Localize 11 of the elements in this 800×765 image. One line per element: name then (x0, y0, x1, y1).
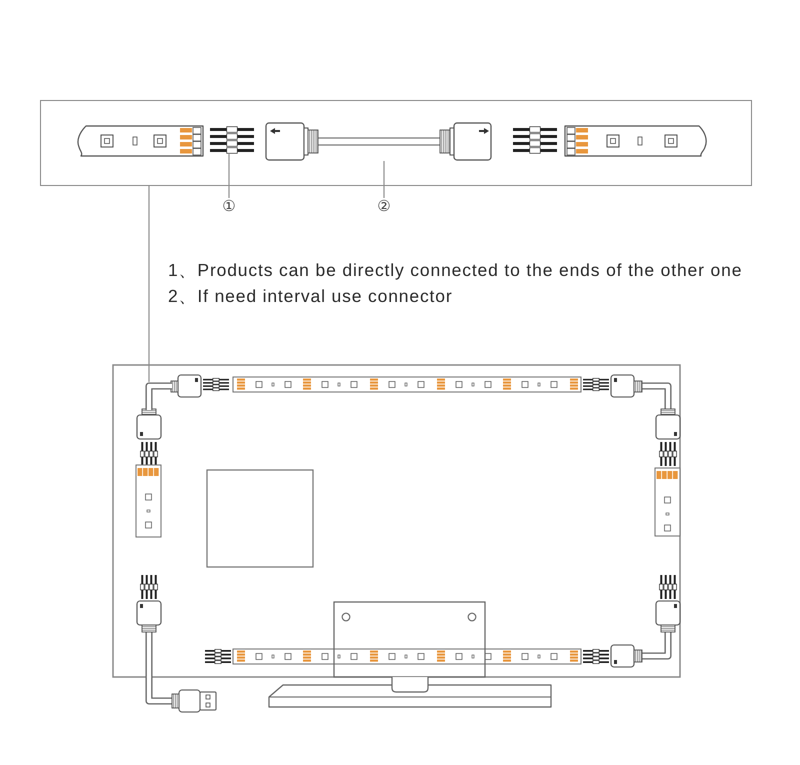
pin-header-icon (210, 126, 254, 154)
callout-number: ② (375, 198, 393, 215)
instruction-text: 2、If need interval use connector (168, 286, 453, 306)
leader-line (228, 154, 230, 198)
callout-number: ① (220, 198, 238, 215)
detail-panel (40, 100, 752, 186)
extension-cable-icon (264, 122, 492, 160)
instruction-text: 1、Products can be directly connected to the ends of the other one (168, 260, 742, 280)
leader-line (383, 161, 385, 198)
leader-line (148, 186, 150, 382)
cable-icon (144, 382, 172, 410)
